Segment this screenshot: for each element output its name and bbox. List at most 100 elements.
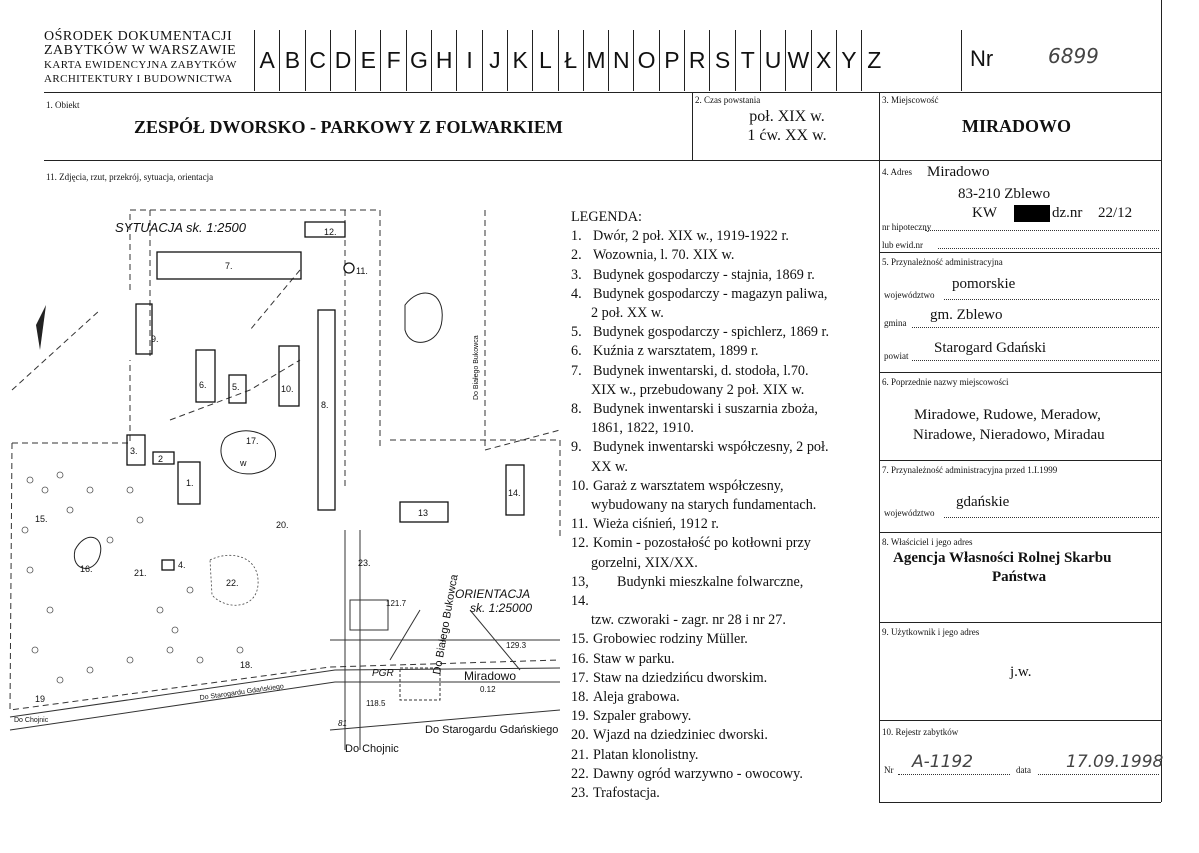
plot-label: dz.nr [1052,205,1083,221]
label-9: 9. [151,334,159,344]
letter-cell: Ł [557,30,583,91]
former-names-line-2: Niradowe, Nieradowo, Miradau [913,427,1105,443]
legend-item-text: Wjazd na dziedziniec dworski. [593,727,768,744]
elevation-2: 118.5 [366,699,386,708]
letter-cell: S [709,30,734,91]
former-voivodeship-line [944,516,1159,518]
divider [1161,92,1162,802]
address-line-1: Miradowo [927,164,990,180]
ewid-label: lub ewid.nr [882,240,923,250]
legend-item-number: 21. [571,746,589,763]
former-voivodeship-label: województwo [884,508,935,518]
card-title-2: ARCHITEKTURY I BUDOWNICTWA [44,73,233,85]
card-number-value: 6899 [1048,44,1099,68]
village-label: Miradowo [464,669,516,683]
legend-item-text: Garaż z warsztatem współczesny, [593,477,784,494]
legend-item-text: Platan klonolistny. [593,746,699,763]
divider [879,622,1161,623]
register-date-value: 17.09.1998 [1066,752,1164,772]
site-plan-map: 1. 2 3. 4. 5. 6. 7. 8. 9. 10. 11. 12. 13… [0,190,570,770]
legend-item-text: Dawny ogród warzywno - owocowy. [593,765,803,782]
letter-cell: X [810,30,836,91]
legend-item: 11.Wieża ciśnień, 1912 r. [571,515,881,534]
legend-item-continuation: gorzelni, XIX/XX. [591,554,698,571]
legend-item-text: Budynki mieszkalne folwarczne, [617,573,804,590]
legend-item-number: 19. [571,708,589,725]
commune-line [912,326,1159,328]
building-10 [278,345,300,407]
label-5: 5. [232,382,240,392]
label-7: 7. [225,261,233,271]
label-22: 22. [226,578,239,588]
legend-item-text: Dwór, 2 poł. XIX w., 1919-1922 r. [593,228,789,245]
label-6: 6. [199,380,207,390]
legend-item: 21.Platan klonolistny. [571,746,881,765]
register-label: 10. Rejestr zabytków [882,727,959,737]
road-label-chojnic: Do Chojnic [14,717,49,724]
legend-item-text: Staw na dziedzińcu dworskim. [593,669,768,686]
letter-cell: A [254,30,279,91]
date-label: 2. Czas powstania [695,95,761,105]
building-4 [161,559,175,571]
label-16: 16. [80,564,93,574]
legend-item: 1.Dwór, 2 poł. XIX w., 1919-1922 r. [571,227,881,246]
letter-cell: B [279,30,304,91]
letter-cell: O [633,30,658,91]
card-number-box: Nr 6899 [961,30,1162,91]
legend-item-continuation: 1861, 1822, 1910. [591,420,694,437]
legend-item-text: Kuźnia z warsztatem, 1899 r. [593,343,759,360]
elevation-1: 121.7 [386,599,407,608]
buildings [126,221,525,571]
legend-items: 1.Dwór, 2 poł. XIX w., 1919-1922 r.2.Woz… [571,227,881,803]
letter-cell: D [329,30,355,91]
letter-cell: T [734,30,760,91]
label-12: 12. [324,227,337,237]
building-8 [317,309,336,511]
legend-item: 8.Budynek inwentarski i suszarnia zboża, [571,400,881,419]
legend-item-number: 7. [571,362,582,379]
letter-cell: N [608,30,633,91]
pond-17 [220,430,276,475]
mortgage-line [925,229,1159,231]
legend-item-text: Komin - pozostałość po kotłowni przy [593,535,811,552]
orientation-scale: sk. 1:25000 [470,601,532,615]
park-boundary [9,209,561,711]
divider [879,92,880,802]
ewid-line [938,247,1159,249]
redaction-bar [1014,205,1050,222]
building-6 [195,349,216,403]
legend-item-text: Wieża ciśnień, 1912 r. [593,516,719,533]
legend-item: 23.Trafostacja. [571,784,881,803]
situation-title: SYTUACJA sk. 1:2500 [115,220,247,235]
owner-line-1: Agencja Własności Rolnej Skarbu [893,550,1112,566]
legend-item: 22.Dawny ogród warzywno - owocowy. [571,765,881,784]
orientation-road-chojnic: Do Chojnic [345,743,399,755]
legend-item-number: 6. [571,343,582,360]
road-label-bukowca: Do Białego Bukowca [473,335,480,400]
legend-item-text: Grobowiec rodziny Müller. [593,631,748,648]
letter-cell: L [532,30,557,91]
legend-item: 15.Grobowiec rodziny Müller. [571,630,881,649]
plot-value: 22/12 [1098,205,1133,221]
legend-item-number: 23. [571,785,589,802]
legend-item: 19.Szpaler grabowy. [571,707,881,726]
label-20: 20. [276,520,289,530]
road-number: 81 [338,719,347,728]
letter-cell: R [684,30,709,91]
letter-cell: W [785,30,810,91]
label-19: 19 [35,694,45,704]
register-nr-value: A-1192 [912,752,974,772]
pond-16 [73,537,102,569]
building-9 [135,303,153,355]
legend-item-number: 22. [571,765,589,782]
label-4: 4. [178,560,186,570]
label-1: 1. [186,478,194,488]
former-names-label: 6. Poprzednie nazwy miejscowości [882,377,1009,387]
building-7 [156,251,302,280]
user-label: 9. Użytkownik i jego adres [882,627,980,637]
north-arrow-icon [36,305,46,350]
label-23: 23. [358,558,371,568]
legend-item-number: 20. [571,727,589,744]
voivodeship-value: pomorskie [952,276,1016,292]
